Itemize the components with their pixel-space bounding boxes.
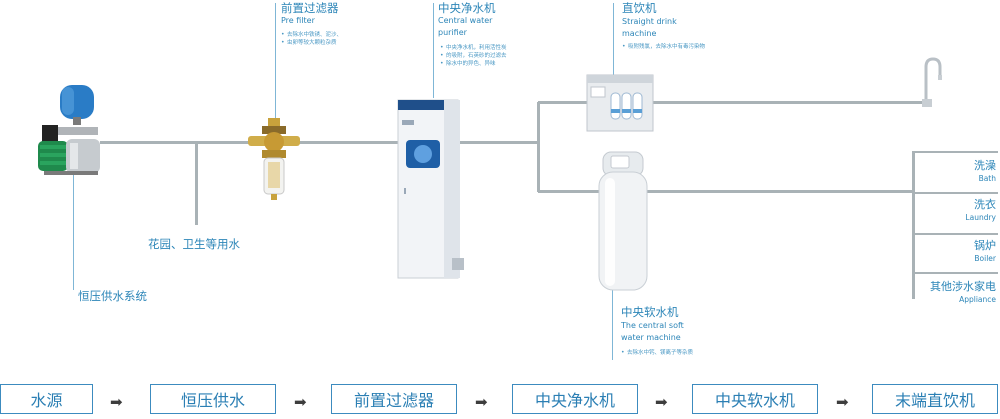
drink-title: 直饮机 (622, 1, 657, 15)
softener-leader (612, 290, 613, 360)
note-line: 除水中的异色、异味 (440, 60, 530, 68)
note-line: 的吸附，石英砂的过滤去 (440, 52, 530, 60)
drink-english-1: Straight drink (622, 17, 677, 26)
purifier-english-2: purifier (438, 28, 467, 37)
note-line: 去除水中铁锈、泥沙、 (281, 31, 361, 39)
drink-leader (613, 3, 614, 75)
appliance-line-other (912, 272, 998, 274)
pump-illustration (38, 85, 100, 175)
drink-machine-illustration (586, 74, 654, 132)
softener-pipe (538, 190, 912, 193)
softener-title: 中央软水机 (621, 305, 679, 319)
appliance-line-bath (912, 151, 998, 153)
flow-step-purifier: 中央净水机 (512, 384, 638, 414)
drink-pipe (538, 101, 930, 104)
appliance-boiler-cn: 锅炉 (974, 239, 996, 252)
softener-illustration (598, 151, 648, 291)
appliance-line-boiler (912, 233, 998, 235)
softener-english-1: The central soft (621, 321, 684, 330)
flow-step-water-source: 水源 (0, 384, 93, 414)
note-line: 去除水中钙、镁离子等杂质 (621, 349, 741, 357)
faucet-icon (922, 57, 942, 107)
flow-arrow-icon: ➡ (110, 393, 123, 411)
main-pipe (100, 141, 538, 144)
drink-notes: 吸附残氯，去除水中有毒污染物 (622, 43, 732, 51)
purifier-title: 中央净水机 (438, 1, 496, 15)
softener-notes: 去除水中钙、镁离子等杂质 (621, 349, 741, 357)
softener-english-2: water machine (621, 333, 681, 342)
prefilter-english: Pre filter (281, 16, 315, 25)
note-line: 吸附残氯，去除水中有毒污染物 (622, 43, 732, 51)
purifier-leader (433, 3, 434, 98)
appliance-bath-en: Bath (978, 174, 996, 183)
drink-english-2: machine (622, 29, 657, 38)
pump-label: 恒压供水系统 (78, 289, 147, 303)
garden-label: 花园、卫生等用水 (148, 237, 240, 251)
flow-step-pressure-supply: 恒压供水 (150, 384, 276, 414)
note-line: 虫卵等较大颗粒杂质 (281, 39, 361, 47)
flow-step-prefilter: 前置过滤器 (331, 384, 457, 414)
purifier-illustration (397, 99, 464, 279)
appliance-bus (912, 151, 915, 299)
garden-pipe (195, 143, 198, 225)
prefilter-notes: 去除水中铁锈、泥沙、 虫卵等较大颗粒杂质 (281, 31, 361, 47)
note-line: 中央净水机，利用活性炭 (440, 44, 530, 52)
flow-arrow-icon: ➡ (655, 393, 668, 411)
prefilter-illustration (248, 118, 300, 200)
prefilter-leader (275, 3, 276, 118)
purifier-notes: 中央净水机，利用活性炭 的吸附，石英砂的过滤去 除水中的异色、异味 (440, 44, 530, 68)
appliance-other-en: Appliance (959, 295, 996, 304)
appliance-bath-cn: 洗澡 (974, 159, 996, 172)
flow-step-softener: 中央软水机 (692, 384, 818, 414)
flow-arrow-icon: ➡ (475, 393, 488, 411)
flow-step-drink: 末端直饮机 (872, 384, 998, 414)
appliance-other-cn: 其他涉水家电 (930, 280, 996, 293)
appliance-line-laundry (912, 192, 998, 194)
prefilter-title: 前置过滤器 (281, 1, 339, 15)
appliance-laundry-cn: 洗衣 (974, 198, 996, 211)
pump-leader (73, 172, 74, 290)
appliance-boiler-en: Boiler (974, 254, 996, 263)
flow-arrow-icon: ➡ (836, 393, 849, 411)
purifier-english-1: Central water (438, 16, 493, 25)
flow-arrow-icon: ➡ (294, 393, 307, 411)
appliance-laundry-en: Laundry (965, 213, 996, 222)
branch-pipe-vertical (537, 102, 540, 192)
